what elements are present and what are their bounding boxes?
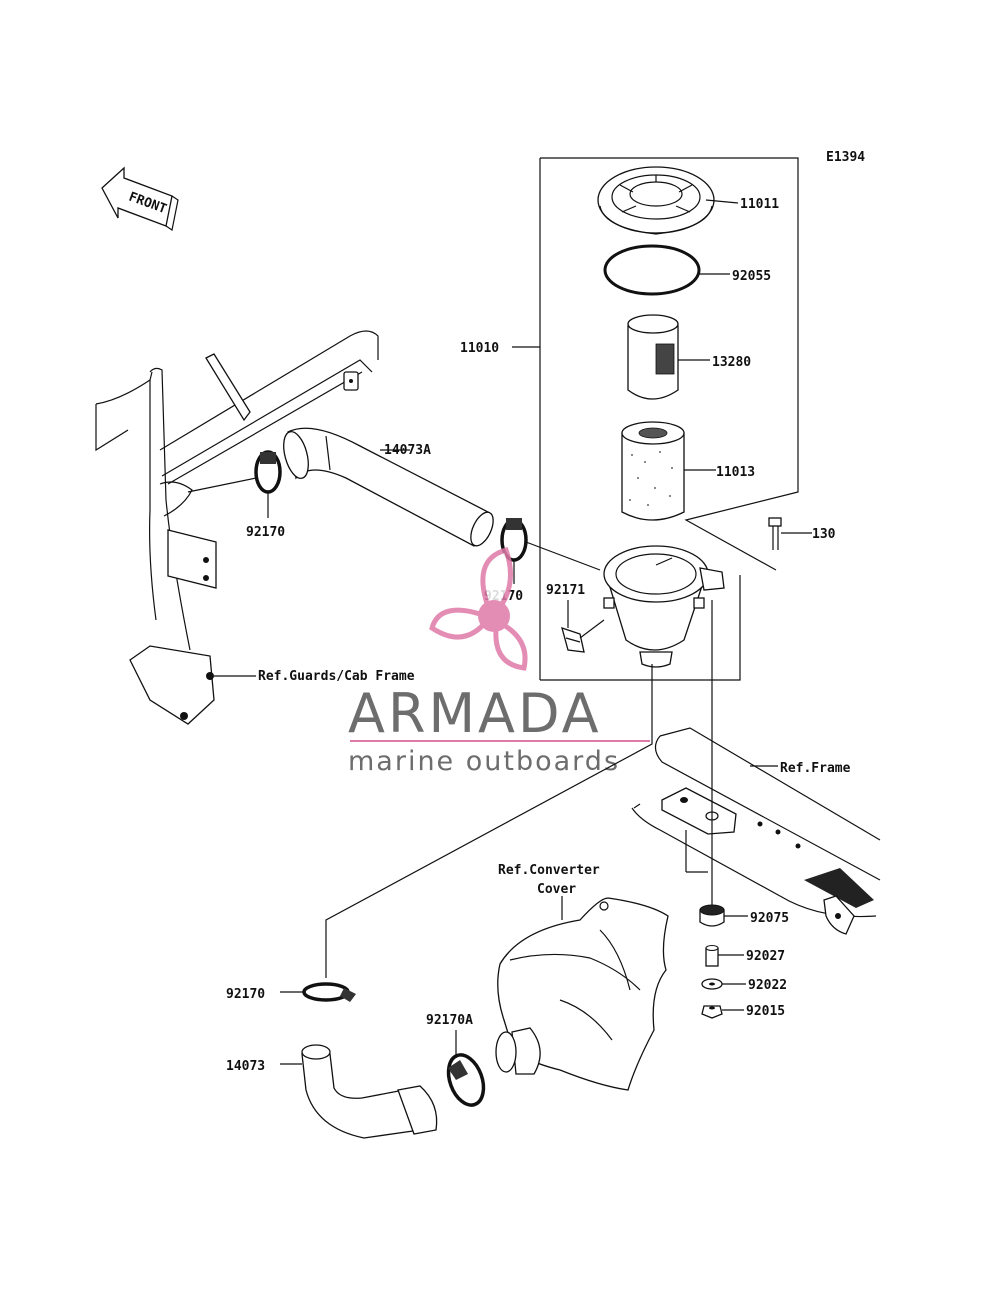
label-92170-lower: 92170 [226,987,265,1002]
ref-converter-line1: Ref.Converter [498,863,600,878]
bolt [768,517,812,550]
guards-cab-frame [95,330,379,725]
ref-converter-line2: Cover [537,882,576,897]
label-92171: 92171 [546,583,585,598]
armada-watermark: ARMADA marine outboards [348,546,650,777]
label-11011: 11011 [740,197,779,212]
label-92015: 92015 [746,1004,785,1019]
label-92075: 92075 [750,911,789,926]
rubber-mount [699,904,748,927]
main-frame [631,727,881,935]
front-arrow-icon: FRONT [101,166,179,231]
ref-frame: Ref.Frame [780,761,851,776]
label-92170A: 92170A [426,1013,473,1028]
hose-clamp-lower [280,982,356,1002]
intake-hose-upper [283,427,494,547]
hose-clamp-upper-left [187,450,282,518]
watermark-tagline: marine outboards [348,746,620,777]
o-ring [603,244,730,296]
label-92027: 92027 [746,949,785,964]
propeller-logo-icon [429,546,528,671]
label-11013: 11013 [716,465,755,480]
hose-clamp-92170A [446,1030,486,1107]
label-13280: 13280 [712,355,751,370]
collar [705,945,744,967]
converter-cover [495,896,669,1091]
ref-guards-cab-frame: Ref.Guards/Cab Frame [258,669,415,684]
intake-hose-lower [280,1044,438,1139]
label-130: 130 [812,527,836,542]
label-14073A: 14073A [384,443,431,458]
air-cleaner-cover [597,166,739,235]
watermark-brand: ARMADA [348,682,602,745]
label-92170-upper-left: 92170 [246,525,285,540]
diagram-code: E1394 [826,150,865,165]
pre-filter [627,314,710,400]
washer [701,978,746,990]
assembly-bracket [512,157,799,681]
label-92055: 92055 [732,269,771,284]
label-92022: 92022 [748,978,787,993]
label-11010: 11010 [460,341,499,356]
filter-element [621,421,716,521]
clip [561,600,605,653]
air-cleaner-housing [603,545,725,668]
label-14073: 14073 [226,1059,265,1074]
nut [701,1005,744,1019]
hose-clamp-middle [500,518,601,584]
